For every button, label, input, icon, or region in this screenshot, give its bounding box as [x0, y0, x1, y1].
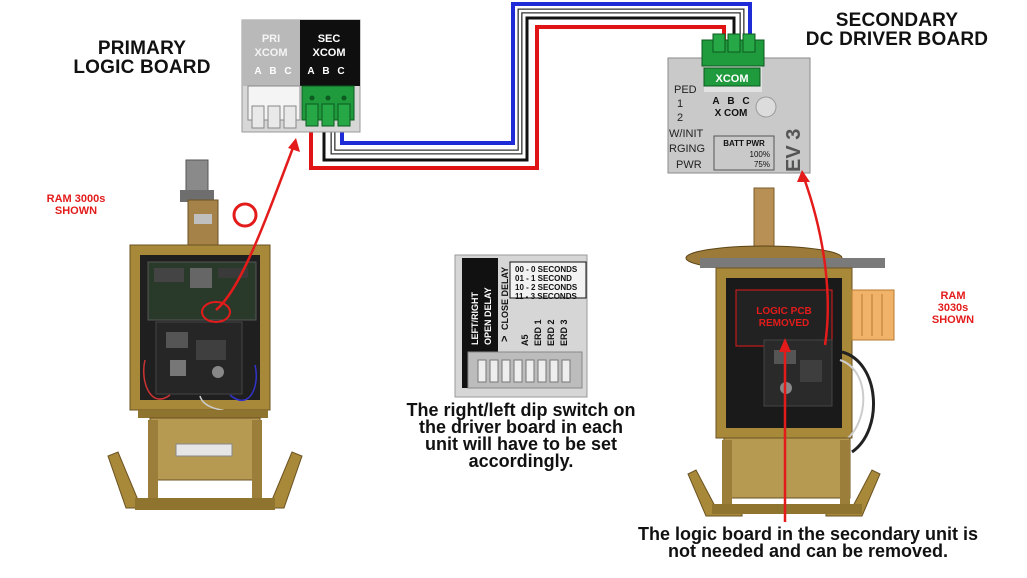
batt-label: BATT PWR: [723, 139, 765, 148]
primary-xcom-connector: [241, 19, 361, 133]
secondary-unit-illustration: [685, 170, 895, 522]
sec-pin-a: A: [307, 66, 314, 77]
wire-red: [309, 25, 726, 170]
batt-level-100: 100%: [750, 150, 770, 159]
ram-3000s-line-2: SHOWN: [54, 205, 98, 217]
delay-option-2: 10 - 2 SECONDS: [515, 283, 578, 292]
xcom-pin-caption: X COM: [715, 108, 748, 119]
switch-label-a5: A5: [520, 334, 530, 346]
xcom-label: XCOM: [716, 73, 749, 85]
side-text-ped: PED: [674, 84, 697, 96]
side-text-pwr: PWR: [676, 159, 702, 171]
delay-option-1: 01 - 1 SECOND: [515, 274, 572, 283]
ram-3000s-note: RAM 3000s SHOWN: [26, 193, 126, 217]
secondary-board-title-line-1: SECONDARY: [835, 10, 959, 31]
sec-pin-c: C: [337, 66, 344, 77]
logic-board-caption: The logic board in the secondary unit is…: [598, 524, 1018, 561]
wire-blue: [340, 2, 752, 145]
sec-board-pin-b: B: [727, 96, 734, 107]
pri-pin-c: C: [284, 66, 291, 77]
delay-option-0: 00 - 0 SECONDS: [515, 265, 578, 274]
side-text-2: 2: [677, 112, 683, 124]
ram-3030s-line-2: 3030s: [937, 302, 969, 314]
pri-xcom-label-1: PRI: [262, 33, 280, 45]
logic-caption-line-2: not needed and can be removed.: [667, 541, 949, 561]
primary-unit-illustration: [107, 138, 303, 510]
dip-switch-panel: [454, 254, 588, 398]
wire-white: [331, 9, 744, 154]
dip-caption-line-2: the driver board in each: [418, 417, 624, 437]
sec-board-pin-c: C: [742, 96, 749, 107]
pri-pin-a: A: [254, 66, 261, 77]
close-delay-label: CLOSE DELAY: [500, 267, 510, 330]
ram-3000s-line-1: RAM 3000s: [46, 193, 106, 205]
sec-board-pin-a: A: [712, 96, 719, 107]
logic-removed-line-1: LOGIC PCB: [756, 306, 812, 317]
dip-switch-caption: The right/left dip switch on the driver …: [376, 400, 666, 471]
sec-xcom-label-1: SEC: [318, 33, 341, 45]
side-text-winit: W/INIT: [669, 128, 703, 140]
side-text-rging: RGING: [669, 143, 705, 155]
dip-header-1: LEFT/RIGHT: [470, 292, 480, 345]
secondary-driver-board: [667, 33, 811, 174]
primary-board-title-line-1: PRIMARY: [97, 38, 187, 59]
wire-black: [322, 16, 736, 162]
secondary-board-title-line-2: DC DRIVER BOARD: [805, 29, 989, 50]
primary-board-title: PRIMARY LOGIC BOARD: [62, 39, 222, 77]
close-delay-arrow: >: [499, 336, 511, 342]
sec-pin-b: B: [322, 66, 329, 77]
logic-removed-line-2: REMOVED: [759, 318, 810, 329]
ev-label: EV 3: [783, 129, 805, 172]
delay-option-3: 11 - 3 SECONDS: [515, 292, 577, 301]
pri-xcom-label-2: XCOM: [255, 47, 288, 59]
ram-3030s-note: RAM 3030s SHOWN: [920, 290, 986, 326]
switch-label-erd3: ERD 3: [559, 319, 569, 346]
side-text-1: 1: [677, 98, 683, 110]
dip-header-2: OPEN DELAY: [483, 287, 493, 345]
secondary-board-title: SECONDARY DC DRIVER BOARD: [794, 11, 1000, 49]
pri-pin-b: B: [269, 66, 276, 77]
dip-caption-line-4: accordingly.: [468, 451, 574, 471]
logic-caption-line-1: The logic board in the secondary unit is: [637, 524, 979, 544]
ram-3030s-line-3: SHOWN: [931, 314, 975, 326]
wire-harness: [309, 2, 752, 170]
dip-caption-line-3: unit will have to be set: [424, 434, 618, 454]
dip-caption-line-1: The right/left dip switch on: [406, 400, 636, 420]
sec-xcom-label-2: XCOM: [313, 47, 346, 59]
switch-label-erd2: ERD 2: [546, 319, 556, 346]
batt-level-75: 75%: [754, 160, 770, 169]
primary-board-title-line-2: LOGIC BOARD: [73, 57, 211, 78]
ram-3030s-line-1: RAM: [940, 290, 966, 302]
switch-label-erd1: ERD 1: [533, 319, 543, 346]
